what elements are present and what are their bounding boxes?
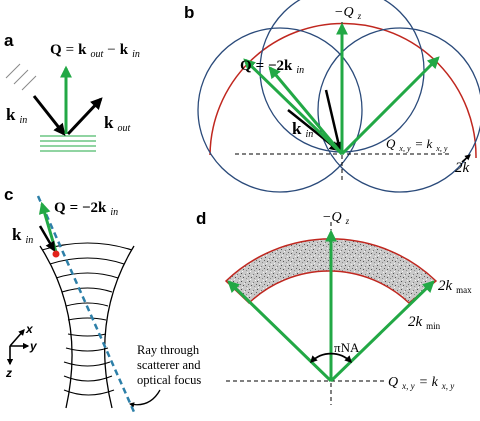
b-qxy-label: Q x, y = k x, y — [386, 135, 448, 155]
k-out-arrow — [66, 97, 103, 136]
panel-b-letter: b — [184, 3, 194, 22]
lattice-lines — [40, 135, 96, 152]
b-equation: Q = −2k in — [240, 57, 304, 76]
b-radius-label: 2k — [455, 160, 470, 176]
axis-x-label: x — [25, 322, 34, 336]
k-in-arrow — [32, 95, 66, 136]
d-qz-label: −Q z — [322, 208, 350, 226]
ewald-circle-right — [317, 27, 480, 193]
beam-envelope-left — [39, 245, 73, 409]
d-kmax-label: 2k max — [438, 277, 472, 295]
c-kin-label: k in — [12, 225, 33, 246]
b-qz-label: −Q z — [334, 3, 362, 21]
axis-z-label: z — [5, 366, 12, 380]
scatterer-dot — [52, 250, 60, 258]
c-k-in-arrow — [38, 225, 56, 252]
wavefronts — [41, 242, 133, 396]
panel-a-equation: Q = k out − k in — [50, 41, 140, 61]
panel-d-letter: d — [196, 209, 206, 228]
beam-envelope-right — [104, 245, 135, 409]
ray-caption-2: scatterer and — [137, 358, 201, 372]
c-equation: Q = −2k in — [54, 199, 118, 218]
panel-c-letter: c — [4, 185, 13, 204]
d-kmin-label: 2k min — [408, 313, 441, 331]
coordinate-axes — [6, 329, 30, 366]
panel-b: b −Q z Q = −2k — [184, 0, 480, 193]
ewald-circles — [197, 0, 480, 193]
ray-caption-1: Ray through — [137, 343, 200, 357]
panel-a-letter: a — [4, 31, 14, 50]
d-angle-label: πNA — [334, 340, 360, 355]
k-in-label: k in — [6, 105, 27, 126]
panel-d: d −Q z 2k max 2k min πNA Q x, y — [196, 208, 472, 405]
na-angle-arc — [309, 352, 353, 364]
incident-hatch — [5, 63, 37, 91]
axis-y-label: y — [29, 339, 38, 353]
ewald-circle-left — [197, 27, 363, 193]
q-arrows — [243, 22, 440, 156]
b-radius-tick — [461, 154, 471, 163]
d-q-arrows — [227, 229, 435, 383]
scatter-ray — [36, 195, 136, 413]
d-qxy-label: Q x, y = k x, y — [388, 373, 454, 393]
b-kin-label: k in — [292, 119, 313, 140]
panel-c: c Q = −2k in k — [4, 185, 201, 413]
caption-pointer — [128, 389, 161, 408]
panel-a: a Q = k out − k in k in — [4, 31, 140, 152]
ray-caption-3: optical focus — [137, 373, 201, 387]
k-out-label: k out — [104, 113, 130, 134]
